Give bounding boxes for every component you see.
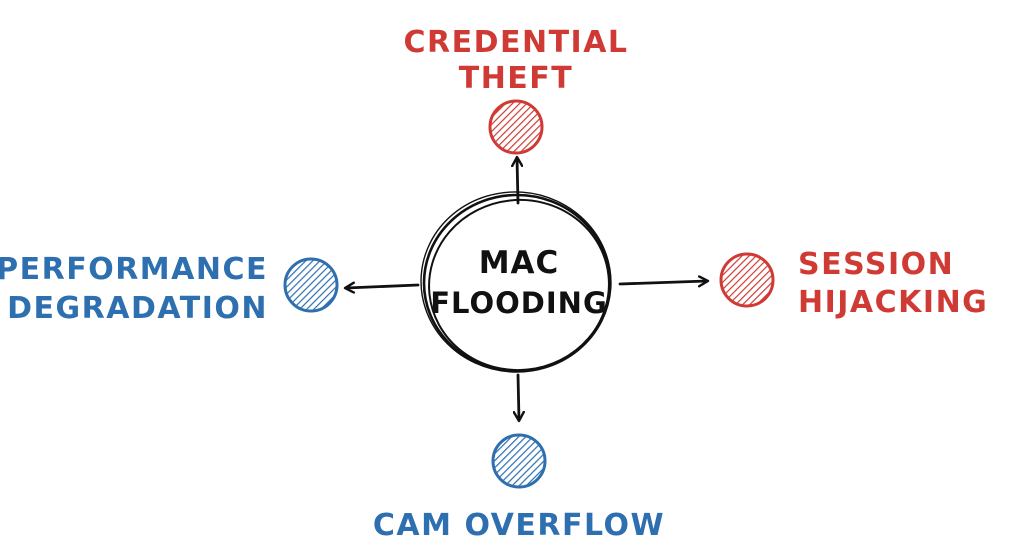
center-circle-outline-stroke-2 (428, 198, 610, 372)
credential-theft-label-line1: CREDENTIAL (403, 25, 628, 60)
node-session-hijacking: SESSION HIJACKING (719, 247, 988, 320)
connector-arrows (346, 158, 707, 420)
arrow-to-performance-degradation (346, 285, 420, 288)
node-performance-degradation: PERFORMANCE DEGRADATION (0, 252, 339, 326)
center-node: MAC FLOODING (420, 191, 612, 373)
node-cam-overflow: CAM OVERFLOW (373, 433, 665, 543)
arrow-to-credential-theft (517, 158, 518, 205)
node-credential-theft: CREDENTIAL THEFT (403, 25, 628, 155)
center-label-line2: FLOODING (430, 286, 608, 320)
cam-overflow-dot (491, 433, 547, 489)
arrow-to-session-hijacking (618, 281, 707, 284)
cam-overflow-label: CAM OVERFLOW (373, 508, 665, 543)
session-hijacking-dot (719, 252, 775, 308)
session-hijacking-label-line1: SESSION (798, 247, 954, 282)
arrow-to-cam-overflow (518, 373, 519, 420)
center-circle-outline-stroke-3 (420, 191, 612, 373)
credential-theft-label-line2: THEFT (459, 61, 574, 96)
center-label-line1: MAC (479, 245, 560, 281)
performance-degradation-label-line2: DEGRADATION (7, 291, 268, 326)
performance-degradation-dot (283, 257, 339, 313)
credential-theft-dot (488, 99, 544, 155)
performance-degradation-label-line1: PERFORMANCE (0, 252, 268, 287)
session-hijacking-label-line2: HIJACKING (798, 285, 988, 320)
